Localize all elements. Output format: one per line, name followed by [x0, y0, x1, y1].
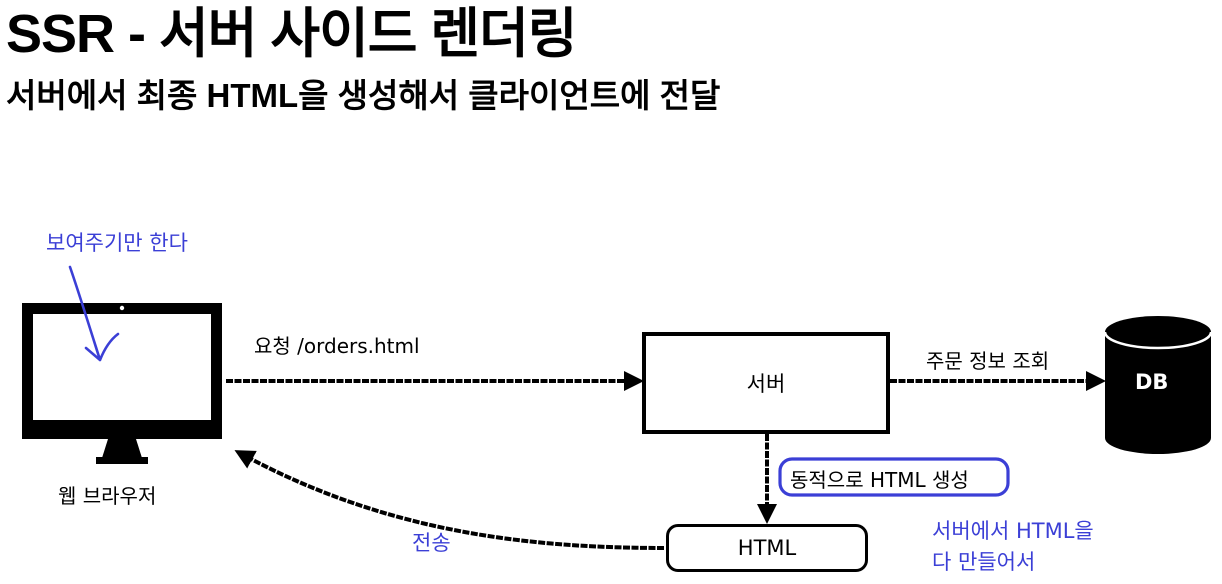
server-label: 서버 [746, 372, 786, 396]
send-label: 전송 [412, 531, 451, 555]
highlight-outline [778, 457, 1010, 497]
order-lookup-label: 주문 정보 조회 [926, 349, 1050, 373]
annotation-line-2: 다 만들어서 [932, 550, 1036, 574]
pen-arrow-icon [68, 265, 120, 362]
db-label: DB [1135, 370, 1169, 394]
database-icon [1103, 316, 1213, 454]
browser-note: 보여주기만 한다 [46, 231, 188, 255]
browser-label: 웹 브라우저 [58, 484, 157, 508]
request-label: 요청 /orders.html [254, 334, 420, 358]
generate-label: 동적으로 HTML 생성 [790, 468, 969, 492]
annotation-line-1: 서버에서 HTML을 [932, 519, 1094, 543]
html-label: HTML [737, 536, 797, 560]
page-subtitle: 서버에서 최종 HTML을 생성해서 클라이언트에 전달 [6, 77, 721, 114]
page-title: SSR - 서버 사이드 렌더링 [6, 4, 577, 64]
monitor-icon [22, 303, 222, 464]
send-arrow [234, 450, 665, 550]
server-box: 서버 [642, 332, 890, 434]
html-box: HTML [666, 524, 868, 572]
